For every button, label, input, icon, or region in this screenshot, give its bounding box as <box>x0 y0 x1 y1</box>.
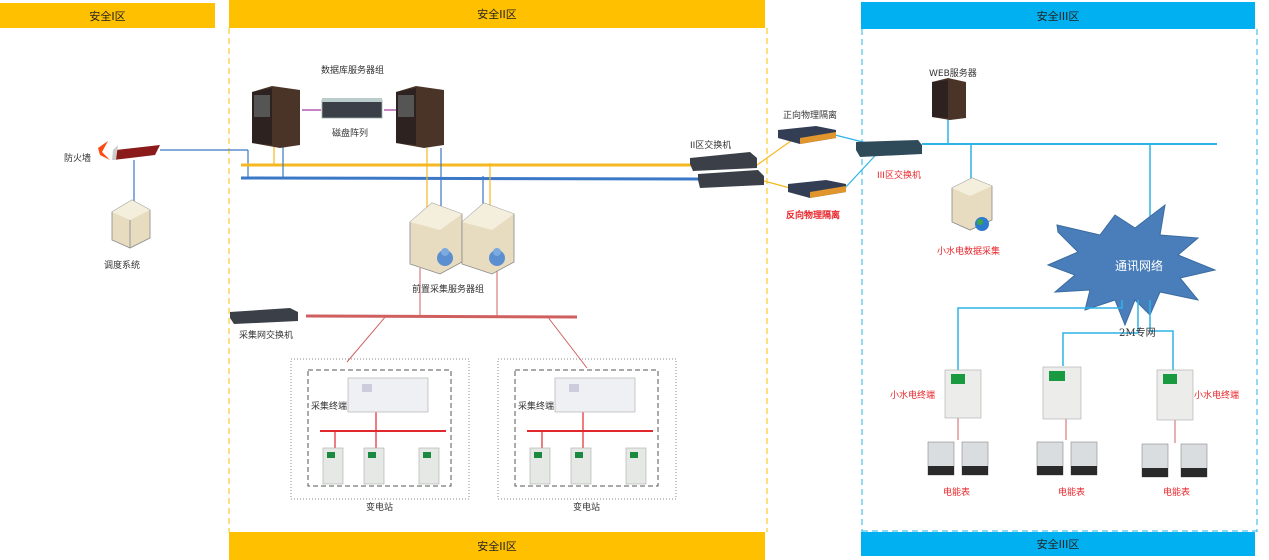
zone2-title: 安全II区 <box>477 8 517 21</box>
reverse-isolation-label: 反向物理隔离 <box>786 211 841 221</box>
comm-network-label: 通讯网络 <box>1115 259 1164 273</box>
db-server-1-icon <box>252 86 300 148</box>
forward-isolation-icon <box>778 126 836 144</box>
meter-label-2: 电能表 <box>1058 488 1086 498</box>
blue-bus <box>240 176 701 181</box>
front-server-group-label: 前置采集服务器组 <box>412 285 485 295</box>
collect-terminal-1-icon <box>347 377 429 413</box>
front-server-1-icon <box>409 202 463 275</box>
substation-2-label: 变电站 <box>573 503 601 513</box>
web-server-label: WEB服务器 <box>929 69 977 79</box>
reverse-isolation-icon <box>788 180 846 198</box>
zone3-switch-icon <box>856 140 922 157</box>
zone1-header: 安全I区 <box>0 3 215 28</box>
dispatch-server-icon <box>111 199 151 249</box>
collect-terminal-2-label: 采集终端 <box>518 402 555 412</box>
zone2-switch-1-icon <box>690 152 757 171</box>
zone3-title: 安全III区 <box>1036 9 1080 23</box>
zone2-switch-label: II区交换机 <box>690 141 732 151</box>
db-server-group-label: 数据库服务器组 <box>321 66 385 76</box>
collect-switch-icon <box>230 308 298 324</box>
substation-2-inner <box>514 369 659 487</box>
collect-bus <box>305 314 578 319</box>
meter-label-3: 电能表 <box>1163 488 1191 498</box>
zone3-header: 安全III区 <box>861 2 1255 29</box>
zone1-title: 安全I区 <box>89 9 126 23</box>
zone2-footer: 安全II区 <box>229 532 765 560</box>
meter-label-1: 电能表 <box>943 488 971 498</box>
web-server-icon <box>932 78 966 120</box>
substation-1-inner <box>307 369 452 487</box>
disk-array-icon <box>321 98 383 119</box>
collect-switch-label: 采集网交换机 <box>239 331 294 341</box>
zone2-footer-title: 安全II区 <box>477 540 517 553</box>
hydro-terminal-right-label: 小水电终端 <box>1194 391 1240 401</box>
zone2-switch-2-icon <box>698 170 764 188</box>
forward-isolation-label: 正向物理隔离 <box>783 111 838 121</box>
private-net-label: 2M专网 <box>1119 328 1156 339</box>
disk-array-label: 磁盘阵列 <box>332 129 369 139</box>
front-server-2-icon <box>461 202 515 275</box>
firewall-icon <box>98 141 160 160</box>
zone3-switch-label: III区交换机 <box>877 171 921 181</box>
collect-terminal-1-label: 采集终端 <box>311 402 348 412</box>
firewall-label: 防火墙 <box>64 154 92 164</box>
db-server-2-icon <box>396 86 444 148</box>
hydro-terminal-left-label: 小水电终端 <box>890 391 936 401</box>
zone3-footer: 安全III区 <box>861 532 1255 556</box>
substation-1-label: 变电站 <box>366 503 394 513</box>
station-meters <box>322 447 647 485</box>
hydro-terminals <box>944 366 1194 421</box>
dispatch-system-label: 调度系统 <box>104 261 141 271</box>
zone2-header: 安全II区 <box>229 0 765 28</box>
energy-meters <box>927 441 1208 478</box>
hydro-data-label: 小水电数据采集 <box>937 247 1001 257</box>
comm-network-star <box>1046 203 1217 327</box>
zone3-footer-title: 安全III区 <box>1036 538 1080 551</box>
hydro-data-server-icon <box>951 177 993 231</box>
collect-terminal-2-icon <box>554 377 636 413</box>
